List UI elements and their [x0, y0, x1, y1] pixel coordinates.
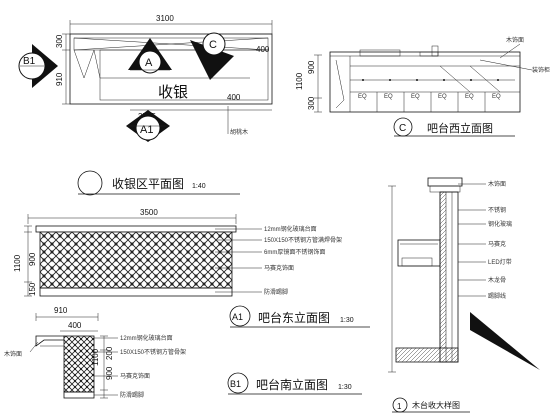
plan-title: 收银区平面图: [112, 177, 184, 191]
south-elevation: 910 400 1100 900 200 木饰面 12mm钢化玻璃台面 150X…: [4, 306, 362, 399]
south-note-1: 12mm钢化玻璃台面: [120, 334, 173, 342]
section-note-1: 木饰面: [488, 180, 506, 188]
svg-text:C: C: [399, 123, 406, 134]
east-note-4: 马赛克饰面: [264, 264, 294, 272]
svg-text:A1: A1: [232, 312, 243, 322]
east-dim-150: 150: [28, 282, 37, 296]
marker-a1: A1: [126, 110, 170, 142]
west-dim-300: 300: [307, 96, 316, 110]
section-cut-wedge: [470, 312, 540, 370]
svg-text:C: C: [209, 39, 217, 51]
west-eq-4: EQ: [438, 94, 447, 100]
section-note-5: LED灯带: [488, 258, 512, 266]
section-title: 木台收大样图: [412, 400, 460, 410]
east-note-5: 防滑踢脚: [264, 288, 288, 296]
svg-text:A: A: [145, 57, 153, 69]
east-dim-1100: 1100: [13, 254, 22, 272]
south-dim-900: 900: [105, 366, 114, 380]
svg-text:A1: A1: [140, 124, 153, 136]
plan-dim-400-label: 400: [256, 45, 270, 54]
marker-c: C: [190, 32, 234, 80]
plan-dim-400: 400: [227, 93, 241, 102]
east-note-3: 6mm厚镜面不锈钢饰面: [264, 248, 325, 256]
south-title-scale: 1:30: [338, 384, 352, 391]
west-eq-5: EQ: [465, 94, 474, 100]
section-note-7: 踢脚线: [488, 292, 506, 300]
plan-label-cashier: 收银: [158, 84, 188, 101]
svg-text:1: 1: [397, 402, 402, 411]
section-note-3: 钢化玻璃: [488, 220, 512, 228]
south-note-2: 150X150不锈钢方管骨架: [120, 348, 186, 356]
marker-b1: B1: [18, 44, 58, 88]
south-dim-910: 910: [54, 306, 68, 315]
plan-title-marker-icon: [77, 170, 103, 196]
east-elevation: 3500 1100 900 150 12mm钢化玻璃台面 150X150不锈钢方…: [13, 208, 370, 328]
west-title: 吧台西立面图: [427, 121, 493, 135]
east-note-2: 150X150不锈钢方管满焊骨架: [264, 236, 342, 244]
svg-text:B1: B1: [23, 56, 36, 67]
south-dim-400: 400: [68, 321, 82, 330]
south-title: 吧台南立面图: [256, 377, 328, 392]
south-dim-200: 200: [105, 346, 114, 360]
svg-text:B1: B1: [230, 379, 241, 389]
plan-dim-300: 300: [55, 34, 64, 48]
south-note-4: 防滑踢脚: [120, 391, 144, 399]
plan-note-top: 胡桃木: [230, 128, 248, 136]
east-title: 吧台东立面图: [258, 310, 330, 325]
west-top-note: 木饰面: [506, 36, 524, 44]
west-eq-6: EQ: [492, 94, 501, 100]
east-dim-3500: 3500: [140, 208, 158, 217]
section-note-4: 马赛克: [488, 240, 506, 248]
south-note-3: 马赛克饰面: [120, 372, 150, 380]
plan-dim-width: 3100: [156, 14, 174, 23]
east-marker: [229, 305, 251, 327]
east-note-1: 12mm钢化玻璃台面: [264, 225, 317, 233]
section-note-6: 木龙骨: [488, 276, 506, 284]
south-side-note: 木饰面: [4, 350, 22, 358]
plan-title-scale: 1:40: [192, 183, 206, 190]
plan-dim-910: 910: [55, 72, 64, 86]
west-dim-1100: 1100: [295, 72, 304, 90]
south-dim-1100: 1100: [91, 348, 100, 366]
section-detail: 木饰面 不锈钢 钢化玻璃 马赛克 LED灯带 木龙骨 踢脚线 1 木台收大样图: [388, 177, 540, 413]
west-side-note: 装饰柜: [532, 66, 550, 74]
south-marker: [227, 372, 249, 394]
plan-view: 3100 300 910 400 400 收银 3525 胡桃木 B1: [18, 14, 273, 196]
east-title-scale: 1:30: [340, 317, 354, 324]
west-eq-3: EQ: [411, 94, 420, 100]
west-elevation: 1100 900 300 EQ EQ EQ EQ EQ EQ: [295, 36, 550, 137]
section-note-2: 不锈钢: [488, 206, 506, 214]
west-eq-1: EQ: [358, 94, 367, 100]
west-dim-900: 900: [307, 60, 316, 74]
east-dim-900: 900: [28, 252, 37, 266]
west-eq-2: EQ: [384, 94, 393, 100]
marker-a: A: [128, 38, 172, 74]
